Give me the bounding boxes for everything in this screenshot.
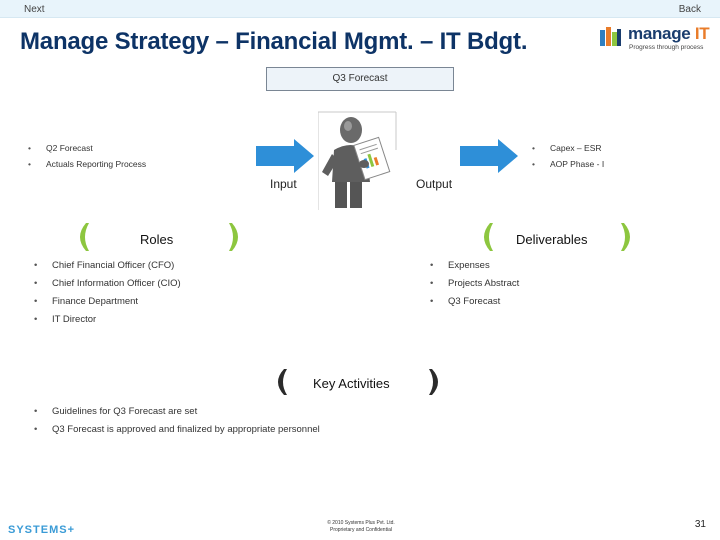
output-label: Output bbox=[416, 177, 453, 191]
manage-it-logo: manage IT Progress through process bbox=[600, 24, 710, 54]
input-label: Input bbox=[270, 177, 297, 191]
input-item: Actuals Reporting Process bbox=[28, 159, 146, 175]
activities-left-bracket-icon bbox=[278, 369, 287, 395]
roles-right-bracket-icon bbox=[229, 223, 238, 251]
confidential-line: Proprietary and Confidential bbox=[330, 527, 392, 533]
deliverables-list: Expenses Projects Abstract Q3 Forecast bbox=[430, 260, 519, 314]
deliverables-right-bracket-icon bbox=[621, 223, 630, 251]
copyright-notice: © 2010 Systems Plus Pvt. Ltd. Proprietar… bbox=[300, 520, 422, 534]
role-item: Chief Financial Officer (CFO) bbox=[34, 260, 181, 278]
back-link[interactable]: Back bbox=[678, 4, 701, 15]
output-item: AOP Phase - I bbox=[532, 159, 604, 175]
person-with-document-icon bbox=[318, 111, 397, 210]
output-item: Capex – ESR bbox=[532, 143, 604, 159]
activity-item: Q3 Forecast is approved and finalized by… bbox=[34, 424, 320, 442]
systems-plus-logo: SYSTEMS+ bbox=[8, 524, 75, 536]
input-arrow-icon bbox=[256, 139, 314, 173]
output-list: Capex – ESR AOP Phase - I bbox=[532, 143, 604, 175]
page-title: Manage Strategy – Financial Mgmt. – IT B… bbox=[20, 28, 528, 55]
activity-item: Guidelines for Q3 Forecast are set bbox=[34, 406, 320, 424]
input-item: Q2 Forecast bbox=[28, 143, 146, 159]
page-number: 31 bbox=[694, 519, 706, 530]
input-list: Q2 Forecast Actuals Reporting Process bbox=[28, 143, 146, 175]
key-activities-list: Guidelines for Q3 Forecast are set Q3 Fo… bbox=[34, 406, 320, 442]
next-link[interactable]: Next bbox=[24, 4, 45, 15]
logo-mark-icon bbox=[600, 27, 621, 46]
deliverable-item: Projects Abstract bbox=[430, 278, 519, 296]
key-activities-heading: Key Activities bbox=[313, 376, 390, 391]
roles-left-bracket-icon bbox=[80, 223, 89, 251]
copyright-line: © 2010 Systems Plus Pvt. Ltd. bbox=[327, 520, 395, 526]
deliverable-item: Expenses bbox=[430, 260, 519, 278]
deliverable-item: Q3 Forecast bbox=[430, 296, 519, 314]
deliverables-heading: Deliverables bbox=[516, 232, 588, 247]
logo-tagline: Progress through process bbox=[629, 44, 704, 51]
deliverables-left-bracket-icon bbox=[484, 223, 493, 251]
q3-forecast-box: Q3 Forecast bbox=[266, 67, 454, 91]
logo-wordmark: manage IT bbox=[628, 24, 710, 43]
roles-list: Chief Financial Officer (CFO) Chief Info… bbox=[34, 260, 181, 332]
roles-heading: Roles bbox=[140, 232, 174, 247]
activities-right-bracket-icon bbox=[429, 369, 438, 395]
role-item: Finance Department bbox=[34, 296, 181, 314]
output-arrow-icon bbox=[460, 139, 518, 173]
role-item: Chief Information Officer (CIO) bbox=[34, 278, 181, 296]
top-nav-bar: Next Back bbox=[0, 0, 720, 18]
role-item: IT Director bbox=[34, 314, 181, 332]
